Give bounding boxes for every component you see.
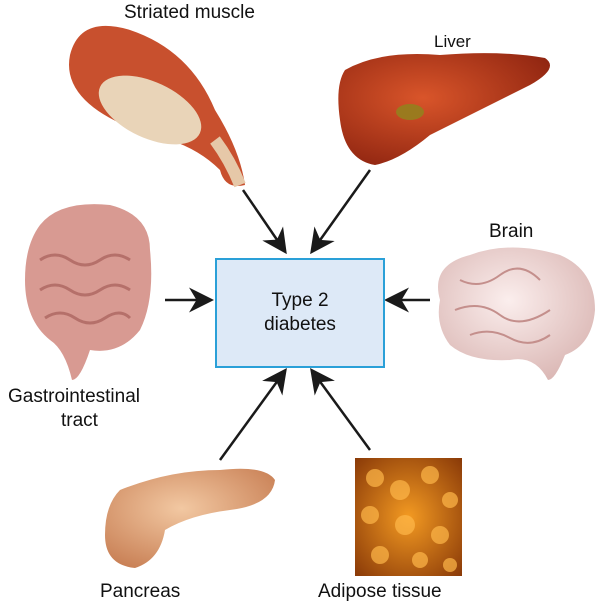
- label-tract: tract: [61, 410, 98, 431]
- arrow-adipose: [310, 367, 372, 451]
- type-2-diabetes-box: Type 2 diabetes: [215, 258, 385, 368]
- label-liver: Liver: [434, 32, 471, 51]
- striated-muscle-image: [69, 25, 246, 188]
- arrow-muscle: [241, 189, 287, 255]
- arrows: [165, 169, 430, 461]
- label-pancreas: Pancreas: [100, 581, 181, 602]
- arrow-liver: [310, 169, 372, 255]
- pancreas-image: [105, 468, 275, 568]
- arrow-pancreas: [218, 367, 287, 461]
- center-line-1: Type 2: [271, 290, 329, 311]
- label-gastrointestinal: Gastrointestinal: [8, 386, 141, 407]
- adipose-tissue-image: [355, 458, 462, 576]
- label-brain: Brain: [489, 221, 534, 242]
- label-striated-muscle: Striated muscle: [124, 2, 255, 23]
- brain-image: [438, 247, 595, 380]
- liver-image: [338, 53, 550, 166]
- center-line-2: diabetes: [264, 314, 336, 335]
- label-adipose-tissue: Adipose tissue: [318, 581, 442, 602]
- gastrointestinal-tract-image: [25, 204, 152, 380]
